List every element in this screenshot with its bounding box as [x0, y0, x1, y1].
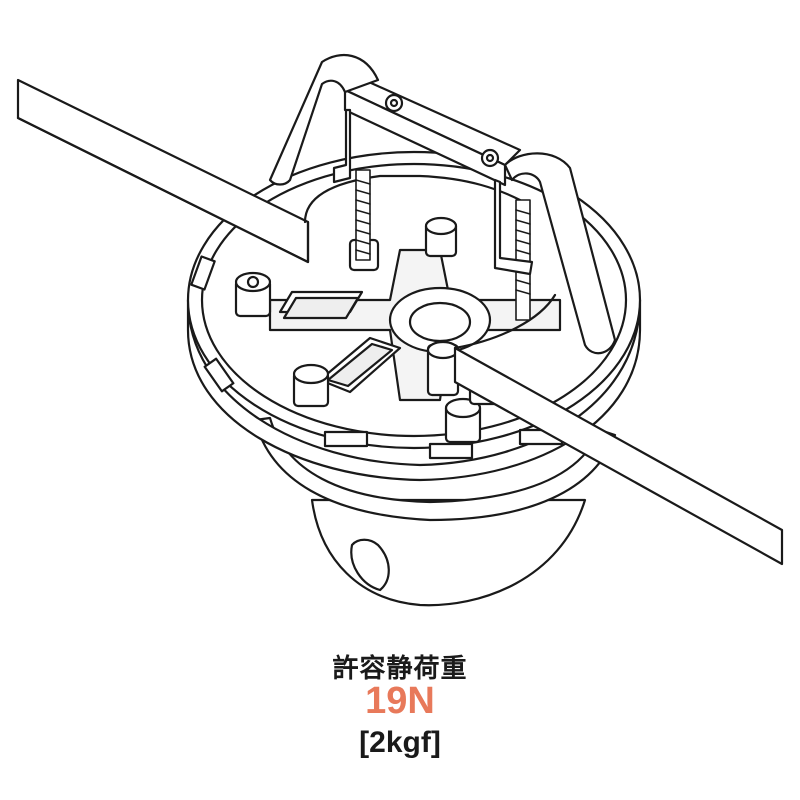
ceiling-board-lower [453, 346, 784, 566]
housing-skirt [253, 416, 617, 522]
clamp-arm-left [268, 54, 380, 186]
caption-load-kgf: [2kgf] [359, 726, 441, 759]
base-ring-outer [186, 298, 642, 482]
hub-hole [408, 301, 472, 343]
ceiling-board-upper [16, 78, 310, 264]
caption-load-value: 19N [365, 680, 435, 722]
bracket-front-plate [343, 88, 507, 187]
ceiling-cut-edge-2 [453, 293, 557, 350]
dome-window [350, 538, 390, 592]
ceiling-board-upper-front [16, 116, 310, 264]
mount-slots [278, 290, 402, 394]
camera-mount-illustration [16, 54, 784, 607]
caption-title: 許容静荷重 [332, 654, 468, 684]
clamp-arm-right [503, 152, 617, 355]
bracket-left-leg [332, 108, 352, 184]
bracket-right-leg [493, 178, 534, 276]
